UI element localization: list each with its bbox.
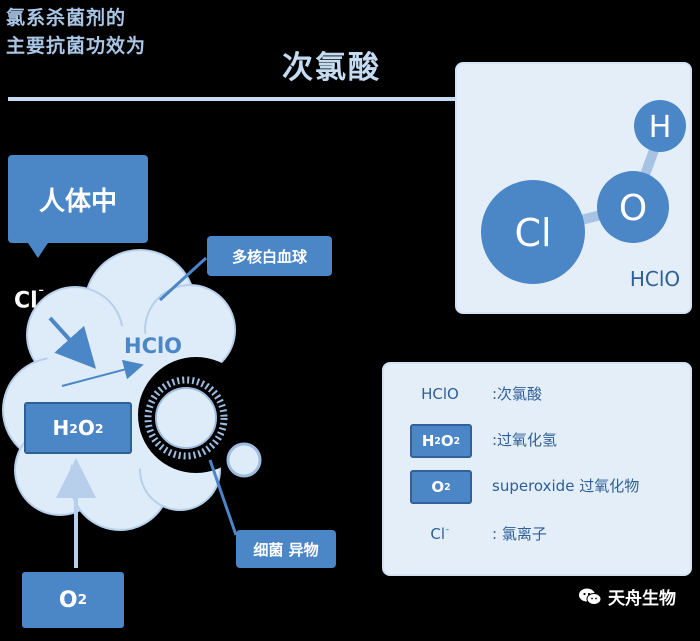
heading-line-1: 氯系杀菌剂的	[6, 7, 127, 29]
legend-o2-sub: 2	[444, 481, 451, 493]
bacteria-callout: 细菌 异物	[236, 530, 336, 568]
legend-o2-o: O	[431, 478, 445, 496]
bacteria-pointer-line	[208, 459, 238, 536]
legend-symbol: Cl¯	[410, 518, 470, 550]
body-callout: 人体中	[8, 155, 148, 243]
legend-desc: :次氯酸	[492, 385, 543, 403]
chlorine-atom	[481, 180, 585, 284]
hclo-molecule-diagram: Cl O H HClO	[481, 100, 686, 291]
cl-to-hclo-arrow	[48, 316, 97, 369]
chat-bubbles-icon	[579, 588, 602, 605]
chlorine-label: Cl	[514, 211, 551, 255]
h2o2-h: H	[52, 416, 70, 440]
h2o2-o: O	[77, 416, 95, 440]
oxygen-label: O	[619, 188, 647, 229]
legend-sub2: 2	[453, 435, 461, 447]
legend-row-cl: Cl¯ : 氯离子	[384, 516, 690, 552]
chloride-symbol: Cl	[14, 288, 38, 314]
chloride-ion-label: Cl¯	[14, 288, 45, 314]
legend-cl: Cl	[430, 525, 445, 543]
heading: 氯系杀菌剂的 主要抗菌功效为	[6, 4, 146, 60]
hydrogen-label: H	[649, 110, 672, 145]
h2o2-sub1: 2	[69, 420, 78, 436]
o2-o: O	[58, 587, 78, 613]
legend-o: O	[440, 432, 454, 450]
h2o2-to-hclo-arrow	[61, 359, 144, 387]
cell-callout: 多核白血球	[207, 236, 332, 276]
molecule-panel: Cl O H HClO	[455, 62, 692, 314]
hydrogen-atom	[634, 100, 686, 152]
legend-desc: :过氧化氢	[492, 431, 558, 449]
heading-line-2: 主要抗菌功效为	[6, 35, 147, 57]
legend-row-hclo: HClO :次氯酸	[384, 376, 690, 412]
legend-symbol: HClO	[421, 385, 459, 403]
h2o2-sub2: 2	[94, 420, 104, 436]
brand-name: 天舟生物	[608, 589, 676, 609]
heading-highlight: 次氯酸	[282, 50, 381, 86]
chloride-charge: ¯	[37, 288, 45, 304]
callout-body-tail	[26, 240, 50, 258]
cell-pointer-line	[158, 256, 208, 302]
legend-sub1: 2	[434, 435, 441, 447]
o2-sub: 2	[77, 592, 88, 608]
foreign-particle	[226, 442, 262, 478]
legend-cl-charge: ¯	[445, 528, 450, 540]
legend-desc: : 氯离子	[492, 525, 547, 543]
bacterium	[144, 376, 228, 460]
brand-watermark: 天舟生物	[578, 584, 676, 609]
molecule-formula: HClO	[630, 267, 680, 291]
legend-h: H	[421, 432, 435, 450]
hclo-inner-label: HClO	[124, 334, 183, 358]
legend-desc: superoxide 过氧化物	[492, 477, 640, 495]
oxygen-atom	[597, 171, 669, 243]
